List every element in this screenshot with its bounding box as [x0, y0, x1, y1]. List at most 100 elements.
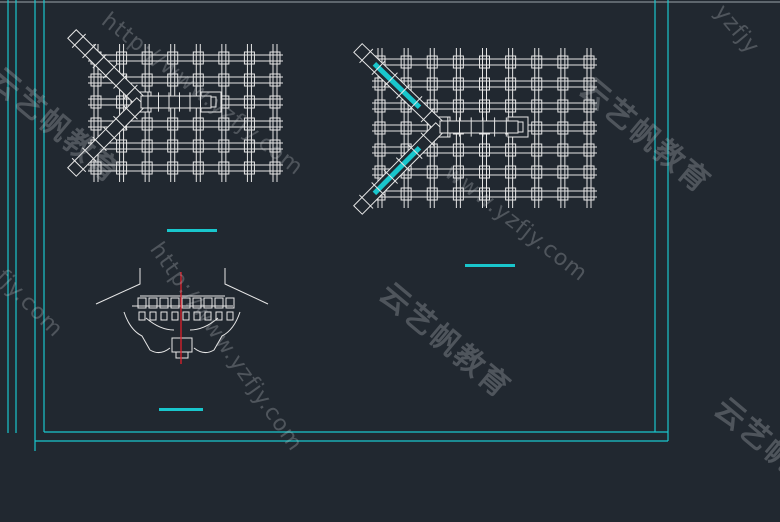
bracket-curve-right: [193, 311, 241, 354]
bracket-block: [505, 165, 517, 179]
dougong-block: [159, 297, 169, 309]
arm-tick: [123, 84, 138, 99]
bracket-block: [116, 51, 128, 65]
bracket-block: [192, 161, 204, 175]
bracket-block: [167, 73, 179, 87]
arm-tick: [371, 60, 386, 76]
bracket-block: [141, 139, 153, 153]
bracket-block: [116, 161, 128, 175]
bracket-block: [167, 161, 179, 175]
bracket-block: [583, 121, 595, 135]
bracket-plan-right[interactable]: [353, 42, 597, 215]
dougong-block: [181, 297, 191, 309]
bracket-block: [583, 99, 595, 113]
arm-tick: [383, 72, 398, 87]
arm-tick: [71, 33, 86, 48]
dougong-block: [193, 311, 201, 321]
arm-tick: [408, 144, 423, 160]
bracket-block: [243, 95, 255, 109]
dougong-block: [182, 311, 190, 321]
bracket-block: [557, 187, 569, 201]
dougong-block: [225, 297, 235, 309]
bracket-block: [167, 139, 179, 153]
dougong-block: [149, 311, 157, 321]
dougong-block: [214, 297, 224, 309]
plan-left-title-bar: [167, 229, 217, 232]
bracket-block: [269, 161, 281, 175]
bracket-block: [90, 161, 102, 175]
bracket-block: [505, 55, 517, 69]
dougong-block: [160, 311, 168, 321]
bracket-block: [583, 165, 595, 179]
bracket-arm: [145, 317, 219, 331]
bracket-block: [374, 121, 386, 135]
bracket-block: [167, 117, 179, 131]
cad-drawing-canvas[interactable]: [0, 0, 780, 451]
bracket-block: [479, 187, 490, 201]
bracket-block: [531, 187, 543, 201]
bracket-block: [374, 165, 386, 179]
arm-tick: [420, 132, 435, 147]
bracket-block: [243, 161, 255, 175]
bracket-block: [218, 73, 230, 87]
dougong-block: [215, 311, 223, 321]
bracket-curve-left: [123, 311, 171, 354]
bracket-block: [218, 117, 230, 131]
bracket-block: [116, 139, 128, 153]
bracket-block: [167, 51, 179, 65]
bracket-block: [141, 51, 153, 65]
bracket-block: [557, 55, 569, 69]
bracket-block: [583, 55, 595, 69]
bracket-block: [90, 73, 102, 87]
bracket-block: [269, 95, 281, 109]
bracket-block: [243, 139, 255, 153]
elevation-title-bar: [159, 408, 203, 411]
bracket-block: [583, 143, 595, 157]
dougong-block: [226, 311, 234, 321]
bracket-block: [452, 143, 464, 157]
bracket-block: [557, 121, 569, 135]
dougong-block: [137, 297, 147, 309]
drawing-frame: [0, 0, 780, 451]
bracket-block: [116, 95, 128, 109]
bracket-block: [141, 73, 153, 87]
dougong-block: [204, 311, 212, 321]
bracket-block: [218, 161, 230, 175]
bracket-block: [374, 143, 386, 157]
bracket-block: [479, 143, 490, 157]
arm-tick: [371, 182, 386, 197]
diagonal-arm-highlight: [372, 61, 422, 110]
bracket-block: [531, 143, 543, 157]
roof-right: [224, 268, 269, 305]
arm-tick: [359, 194, 374, 209]
model-space-background: [0, 0, 780, 451]
bracket-block: [269, 139, 281, 153]
roof-left: [95, 268, 141, 305]
diagonal-arm-highlight: [372, 145, 422, 196]
arm-tick: [396, 84, 411, 99]
bracket-elevation[interactable]: [95, 268, 269, 364]
arm-tick: [408, 96, 423, 111]
bracket-block: [531, 55, 543, 69]
dougong-block: [171, 311, 179, 321]
bracket-block: [452, 165, 464, 179]
bracket-block: [452, 55, 464, 69]
bracket-block: [531, 121, 543, 135]
arm-tick: [92, 136, 107, 152]
dougong-block: [170, 297, 180, 309]
bracket-block: [218, 51, 230, 65]
center-block-base: [175, 351, 189, 359]
arm-tick: [82, 147, 97, 162]
bracket-block: [557, 77, 569, 91]
bracket-block: [426, 77, 438, 91]
bracket-block: [531, 99, 543, 113]
bracket-block: [400, 121, 412, 135]
bracket-block: [583, 187, 595, 201]
bracket-block: [557, 165, 569, 179]
bracket-block: [479, 99, 490, 113]
arm-tick: [123, 105, 138, 120]
bracket-plan-left[interactable]: [67, 29, 283, 182]
dougong-block: [148, 297, 158, 309]
dougong-block: [192, 297, 202, 309]
arm-tick: [92, 54, 107, 69]
